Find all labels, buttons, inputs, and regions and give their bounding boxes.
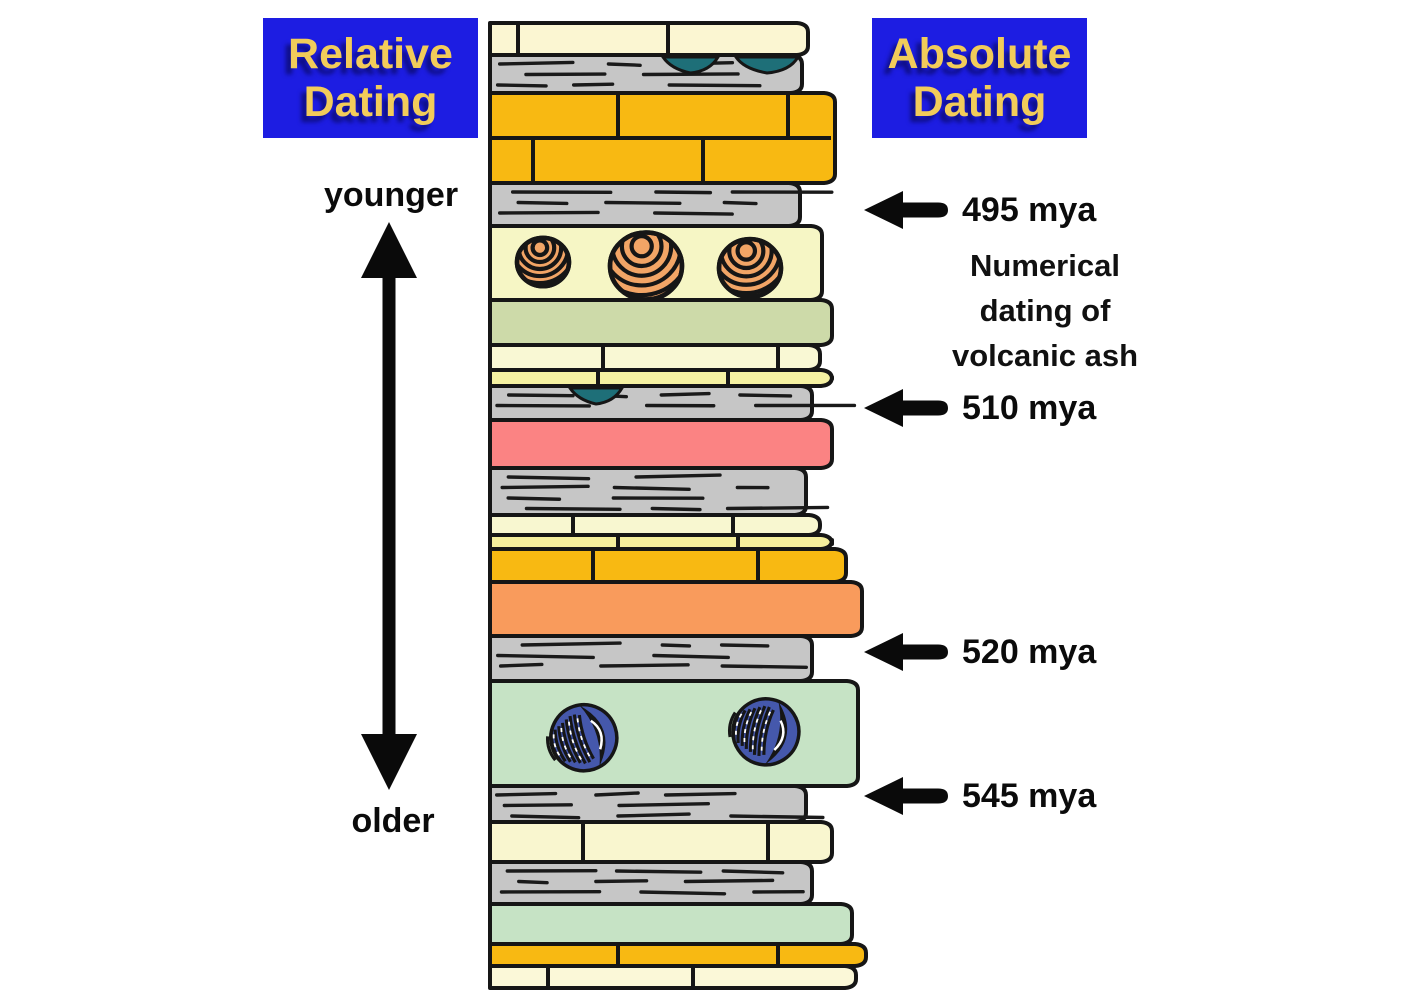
age-marker-510-mya: 510 mya bbox=[862, 386, 1096, 430]
layer-limestone-cream bbox=[488, 21, 810, 57]
layer-limestone-yellow bbox=[488, 547, 848, 584]
age-marker-520-mya: 520 mya bbox=[862, 630, 1096, 674]
trilobite-fossil bbox=[727, 697, 801, 767]
age-label: 520 mya bbox=[962, 633, 1097, 671]
layer-limestone-pale-yellow bbox=[488, 533, 834, 551]
trilobite-fossil bbox=[545, 703, 619, 773]
note-line-2: dating of bbox=[979, 293, 1111, 328]
age-label: 545 mya bbox=[962, 777, 1097, 815]
note-line-1: Numerical bbox=[970, 248, 1120, 283]
layer-limestone-cream bbox=[488, 343, 822, 372]
layer-limestone-pale-yellow bbox=[488, 368, 834, 388]
younger-older-double-arrow-icon bbox=[361, 222, 417, 790]
age-marker-545-mya: 545 mya bbox=[862, 774, 1096, 818]
layer-volcanic-ash-pink bbox=[488, 418, 834, 470]
relative-dating-title-box: Relative Dating bbox=[263, 18, 478, 138]
layer-fossil-trilobite-bed bbox=[488, 679, 860, 788]
absolute-dating-title-box: Absolute Dating bbox=[872, 18, 1087, 138]
layer-mudstone-green bbox=[488, 902, 854, 946]
layer-shale-gray bbox=[488, 860, 814, 906]
left-arrow-icon bbox=[864, 777, 948, 815]
layer-mudstone-olive bbox=[488, 298, 834, 347]
relative-dating-line2: Dating bbox=[303, 78, 438, 126]
layer-limestone-yellow bbox=[488, 942, 868, 968]
layer-shale-gray bbox=[488, 384, 857, 422]
note-line-3: volcanic ash bbox=[951, 338, 1139, 373]
layer-limestone-cream bbox=[488, 964, 858, 990]
layer-shale-gray bbox=[488, 634, 814, 683]
layer-shale-gray bbox=[488, 466, 830, 517]
layer-shale-gray bbox=[488, 181, 834, 228]
strat-column bbox=[488, 21, 868, 990]
teal-nodule bbox=[733, 55, 801, 75]
teal-nodule bbox=[660, 55, 721, 75]
volcanic-ash-note: Numerical dating of volcanic ash bbox=[925, 243, 1165, 378]
relative-dating-line1: Relative bbox=[288, 30, 453, 78]
left-arrow-icon bbox=[864, 389, 948, 427]
layer-limestone-cream bbox=[488, 820, 834, 864]
age-label: 495 mya bbox=[962, 191, 1097, 229]
layer-fossil-shell-bed bbox=[488, 224, 824, 302]
absolute-dating-line1: Absolute bbox=[887, 30, 1072, 78]
layer-shale-gray bbox=[488, 784, 825, 824]
absolute-dating-line2: Dating bbox=[912, 78, 1047, 126]
left-arrow-icon bbox=[864, 191, 948, 229]
teal-nodule bbox=[567, 386, 625, 406]
age-marker-495-mya: 495 mya bbox=[862, 188, 1096, 232]
younger-label: younger bbox=[323, 176, 459, 214]
layer-limestone-cream bbox=[488, 513, 822, 537]
layer-limestone-yellow bbox=[488, 91, 837, 185]
age-label: 510 mya bbox=[962, 389, 1097, 427]
layer-sandstone-orange bbox=[488, 580, 864, 638]
left-arrow-icon bbox=[864, 633, 948, 671]
older-label: older bbox=[351, 802, 435, 840]
layer-shale-gray bbox=[488, 53, 804, 95]
